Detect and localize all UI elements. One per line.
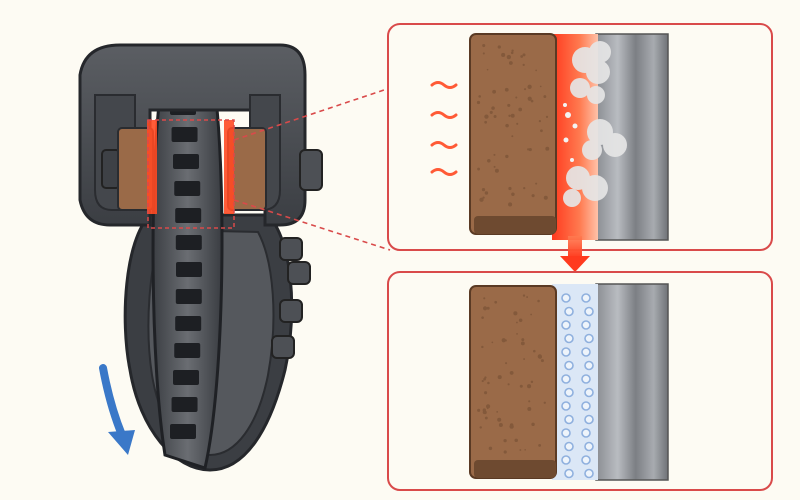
- brake-pad-cool: [469, 285, 557, 479]
- down-arrow-icon: [560, 236, 590, 272]
- vent-slot: [175, 208, 202, 223]
- brake-assembly: [78, 43, 323, 472]
- cooling-bubbles: [561, 293, 594, 479]
- hub-bolts: [271, 237, 311, 359]
- hot-contact-panel: [387, 23, 773, 251]
- heat-wave-icon: [430, 81, 458, 176]
- vent-slot: [175, 316, 202, 331]
- vent-slot: [175, 235, 202, 250]
- steam-clouds: [563, 41, 627, 207]
- vent-slot: [175, 289, 202, 304]
- vent-slot: [170, 424, 196, 439]
- vent-slot: [171, 127, 198, 142]
- brake-pad-hot: [469, 33, 557, 235]
- zoom-region-marker: [147, 119, 235, 229]
- caliper-bolts: [101, 149, 323, 191]
- vent-slot: [174, 343, 201, 358]
- vent-slot: [171, 397, 198, 412]
- steam-droplets: [563, 103, 578, 162]
- vent-slot: [173, 154, 199, 169]
- curved-arrow-down-icon: [99, 364, 135, 455]
- brake-pads: [117, 120, 267, 214]
- vent-slot: [173, 370, 199, 385]
- rotor-surface-cool: [595, 283, 669, 481]
- vent-slot: [174, 181, 201, 196]
- cooled-contact-panel: [387, 271, 773, 491]
- vent-slot: [176, 262, 202, 277]
- callout-lines: [233, 87, 391, 251]
